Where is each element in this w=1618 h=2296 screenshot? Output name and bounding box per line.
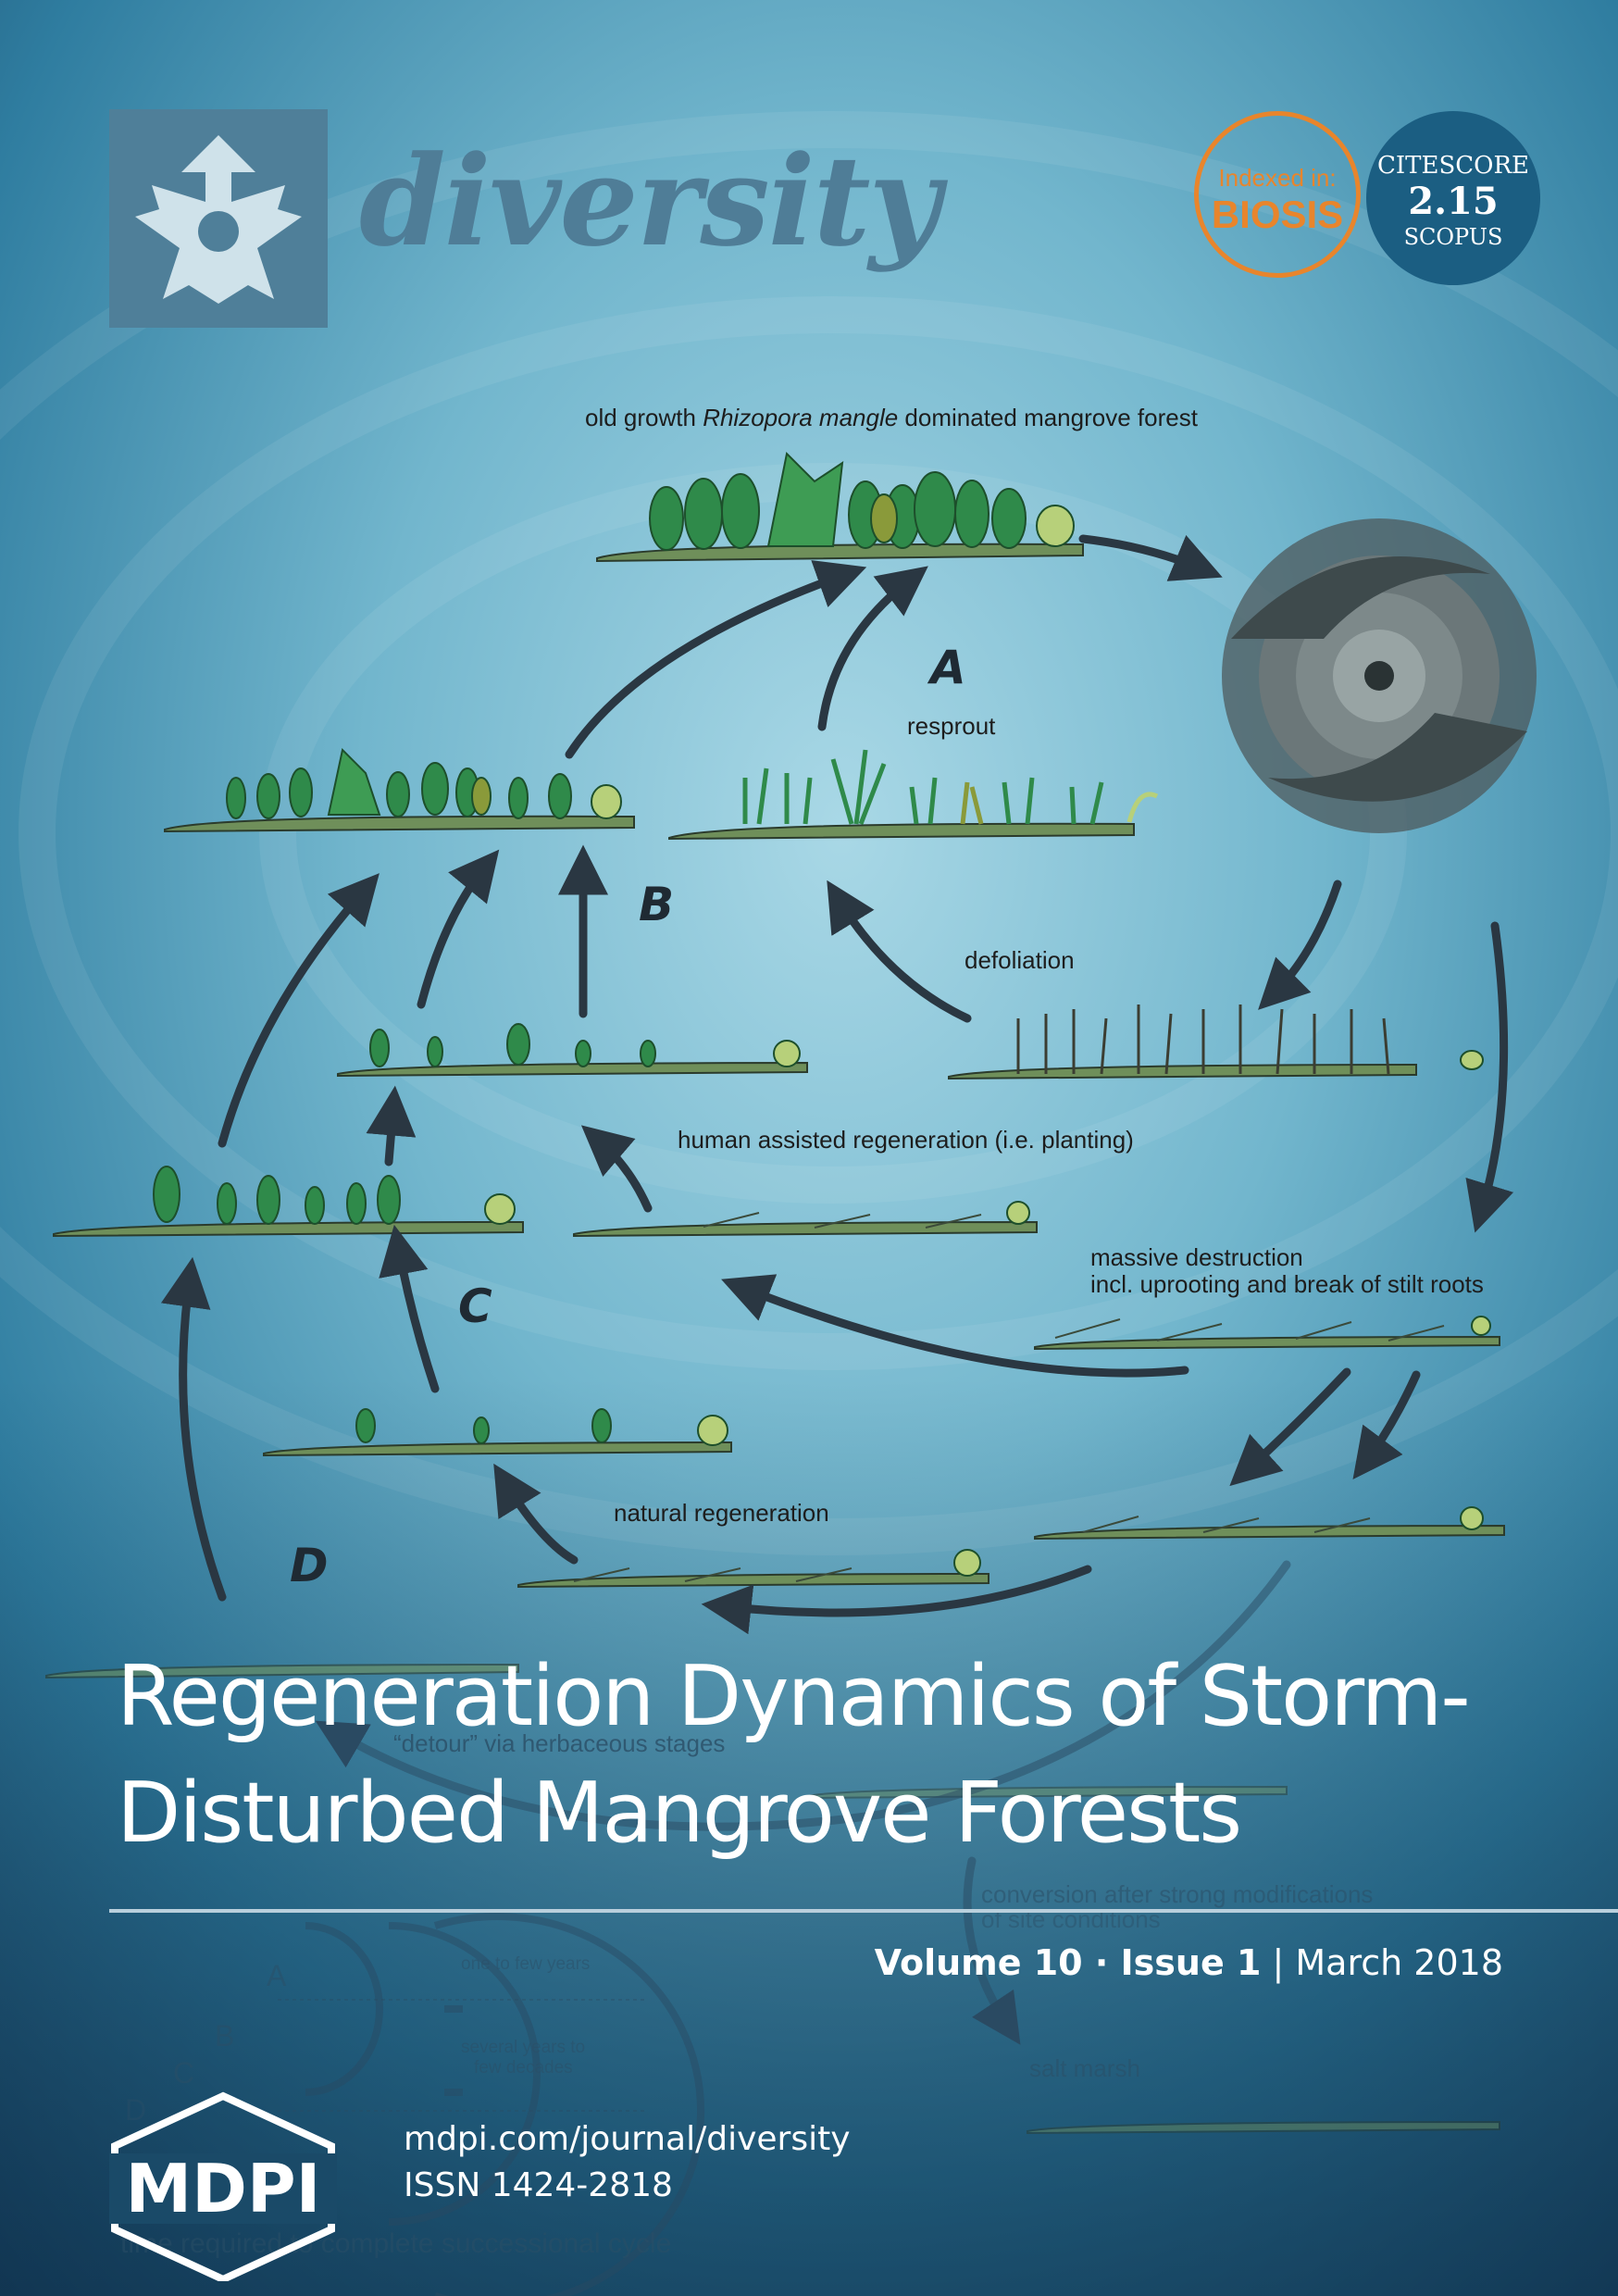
citescore-badge: CITESCORE 2.15 SCOPUS [1366, 111, 1540, 285]
legend-time-required: time required to complete successional c… [120, 2228, 671, 2259]
title-divider [109, 1909, 1618, 1913]
canopy-secondary [226, 747, 622, 819]
label-natural-regeneration: natural regeneration [614, 1499, 829, 1527]
time-legend [305, 1913, 704, 2296]
label-old-growth: old growth Rhizopora mangle dominated ma… [585, 404, 1199, 431]
article-title-line1: Regeneration Dynamics of Storm- [117, 1648, 1471, 1745]
volume-label: Volume 10 [874, 1942, 1083, 1983]
issue-label: Issue 1 [1120, 1942, 1262, 1983]
path-letter-a: A [927, 641, 966, 694]
diversity-logo-icon [109, 109, 328, 328]
resprout-plants [742, 749, 1159, 825]
young-trees [153, 1023, 1491, 1577]
issue-info: Volume 10 · Issue 1 | March 2018 [875, 1942, 1503, 1983]
legend-one-to-few-years: one to few years [461, 1954, 590, 1974]
citescore-label: CITESCORE [1376, 152, 1530, 180]
dead-trees [1016, 1004, 1390, 1075]
citescore-value: 2.15 [1408, 180, 1499, 223]
label-resprout: resprout [907, 712, 996, 740]
issue-bar: | [1261, 1942, 1296, 1983]
debris [573, 1212, 1445, 1582]
legend-letter-d: D [125, 2093, 146, 2127]
label-conversion: conversion after strong modifications [981, 1880, 1373, 1908]
biosis-indexed-label: Indexed in: [1218, 164, 1337, 192]
path-letter-b: B [639, 878, 674, 931]
canopy-old-growth [649, 451, 1075, 551]
legend-letter-a: A [267, 1959, 287, 1992]
label-uprooting: incl. uprooting and break of stilt roots [1090, 1270, 1484, 1298]
mdpi-logo-icon: MDPI [109, 2091, 337, 2281]
legend-several-years: several years to [461, 2038, 585, 2057]
label-detour: “detour” via herbaceous stages [393, 1729, 725, 1757]
legend-letter-b: B [215, 2019, 234, 2053]
legend-few-decades: few decades [474, 2058, 573, 2078]
path-letter-d: D [290, 1539, 329, 1592]
succession-arrows [160, 534, 1514, 1635]
biosis-badge: Indexed in: BIOSIS [1194, 111, 1361, 278]
journal-name: diversity [359, 128, 940, 274]
issue-date: March 2018 [1295, 1942, 1503, 1983]
hurricane-icon [1222, 518, 1537, 833]
article-title-line2: Disturbed Mangrove Forests [117, 1765, 1242, 1862]
article-title: Regeneration Dynamics of Storm- Disturbe… [117, 1639, 1579, 1872]
label-human-assisted: human assisted regeneration (i.e. planti… [678, 1126, 1134, 1154]
svg-text:MDPI: MDPI [126, 2150, 321, 2227]
journal-issn: ISSN 1424-2818 [404, 2166, 673, 2204]
label-defoliation: defoliation [965, 946, 1075, 974]
label-massive-destruction: massive destruction [1090, 1243, 1303, 1271]
path-letter-c: C [458, 1279, 492, 1333]
label-salt-marsh: salt marsh [1029, 2054, 1140, 2082]
legend-letter-c: C [173, 2056, 194, 2090]
faint-arrows [315, 1560, 1291, 2045]
journal-url[interactable]: mdpi.com/journal/diversity [404, 2120, 851, 2158]
biosis-label: BIOSIS [1211, 193, 1344, 236]
issue-separator: · [1082, 1942, 1121, 1983]
citescore-source: SCOPUS [1403, 224, 1503, 250]
